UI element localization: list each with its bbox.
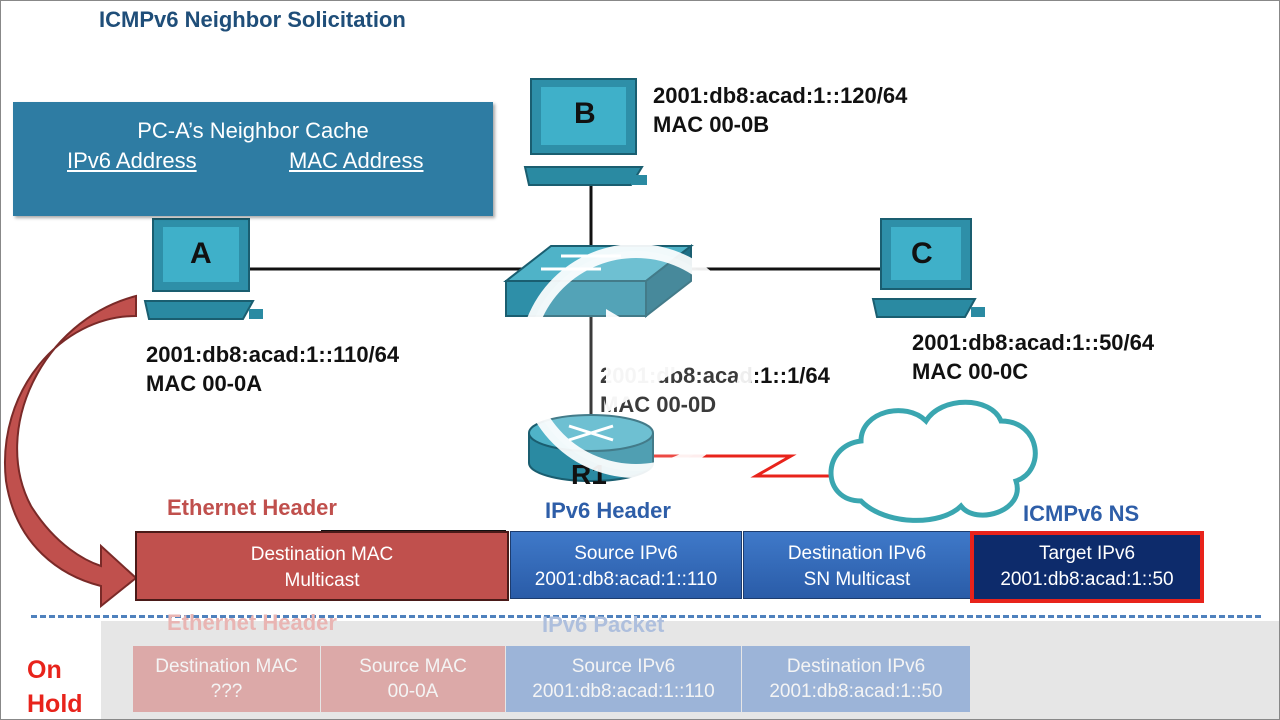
held-field-source-mac: Source MAC 00-0A (321, 646, 505, 712)
field-destination-mac: Destination MAC Multicast (135, 531, 509, 601)
computer-icon (143, 218, 263, 320)
field-value: 2001:db8:acad:1::110 (534, 569, 718, 590)
field-title: Destination MAC (155, 656, 298, 677)
held-field-destination-ipv6: Destination IPv6 2001:db8:acad:1::50 (742, 646, 970, 712)
field-destination-ipv6: Destination IPv6 SN Multicast (743, 531, 971, 599)
field-value: 2001:db8:acad:1::50 (1000, 569, 1174, 590)
host-a-info: 2001:db8:acad:1::110/64 MAC 00-0A (146, 340, 399, 398)
field-value: 2001:db8:acad:1::110 (532, 681, 715, 702)
on-hold-ipv6-packet: IPv6 Packet (542, 612, 665, 637)
slide-title: ICMPv6 Neighbor Solicitation (99, 7, 406, 32)
field-title: Source MAC (359, 656, 467, 677)
field-value: Multicast (284, 570, 360, 591)
field-title: Destination IPv6 (786, 656, 926, 677)
host-c-letter: C (911, 237, 933, 270)
neighbor-cache-table: PC-A’s Neighbor Cache IPv6 Address MAC A… (13, 102, 493, 216)
ipv6-header-label: IPv6 Header (545, 498, 671, 523)
icmpv6-ns-label: ICMPv6 NS (1023, 501, 1140, 526)
host-c-mac: MAC 00-0C (912, 359, 1029, 384)
held-field-source-ipv6: Source IPv6 2001:db8:acad:1::110 (506, 646, 741, 712)
field-title: Target IPv6 (1038, 543, 1136, 564)
on-hold-ethernet-header: Ethernet Header (167, 610, 337, 635)
dashed-divider (31, 615, 1261, 618)
serial-link (641, 454, 841, 478)
field-title: Source IPv6 (571, 656, 676, 677)
ethernet-header-label: Ethernet Header (167, 495, 337, 520)
neighbor-cache-title: PC-A’s Neighbor Cache (137, 118, 369, 143)
field-value: SN Multicast (803, 569, 911, 590)
on-hold-line1: On (27, 656, 62, 684)
host-b-letter: B (574, 97, 596, 130)
cloud-icon (828, 399, 1038, 523)
held-field-destination-mac: Destination MAC ??? (133, 646, 320, 712)
computer-icon (871, 218, 985, 318)
field-title: Source IPv6 (574, 543, 678, 564)
arrow-icon (4, 294, 138, 609)
column-ipv6-address: IPv6 Address (67, 148, 197, 173)
field-value: ??? (210, 681, 243, 702)
field-title: Destination IPv6 (787, 543, 927, 564)
host-b-ip: 2001:db8:acad:1::120/64 (653, 83, 908, 108)
field-value: 2001:db8:acad:1::50 (769, 681, 943, 702)
host-a-letter: A (190, 237, 212, 270)
field-target-ipv6: Target IPv6 2001:db8:acad:1::50 (970, 531, 1204, 603)
on-hold-line2: Hold (27, 690, 83, 718)
host-a-ip: 2001:db8:acad:1::110/64 (146, 342, 400, 367)
host-c-info: 2001:db8:acad:1::50/64 MAC 00-0C (912, 328, 1154, 386)
host-c-ip: 2001:db8:acad:1::50/64 (912, 330, 1155, 355)
host-b-mac: MAC 00-0B (653, 112, 770, 137)
on-hold-label: On Hold (27, 653, 83, 719)
field-title: Destination MAC (250, 544, 394, 565)
field-value: 00-0A (387, 681, 439, 702)
host-a-mac: MAC 00-0A (146, 371, 263, 396)
field-source-ipv6: Source IPv6 2001:db8:acad:1::110 (510, 531, 742, 599)
column-mac-address: MAC Address (289, 148, 424, 173)
host-b-info: 2001:db8:acad:1::120/64 MAC 00-0B (653, 81, 907, 139)
play-icon[interactable] (516, 241, 756, 481)
computer-icon (523, 78, 647, 186)
